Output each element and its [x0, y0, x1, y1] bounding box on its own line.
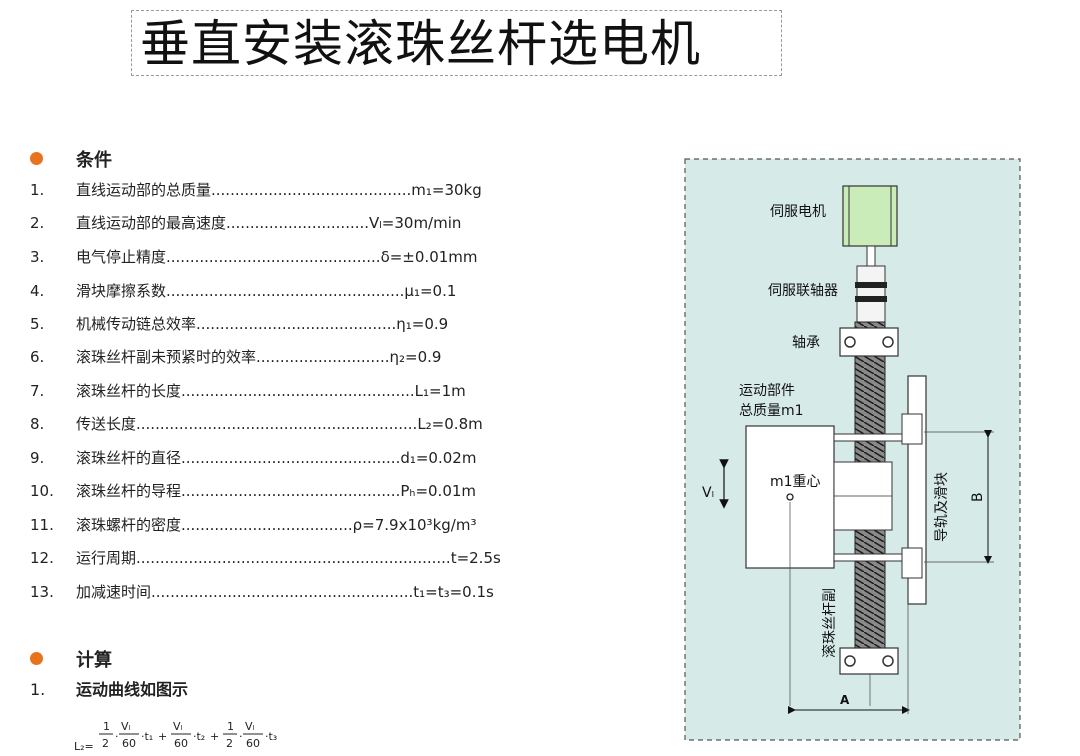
- condition-text: 滚珠丝杆的长度.................................…: [76, 382, 466, 400]
- dimension-a-label: A: [840, 693, 850, 707]
- condition-text: 滚珠丝杆的导程.................................…: [76, 482, 477, 500]
- formula-lhs: L₂=: [74, 740, 94, 753]
- distance-formula: L₂= 1 2 · Vₗ 60 ·t₁ + Vₗ 60 ·t₂ + 1 2 · …: [74, 718, 314, 756]
- coupling-label: 伺服联轴器: [768, 283, 838, 299]
- formula-t2: ·t₂: [193, 730, 205, 743]
- mechanism-diagram-svg: 伺服电机 伺服联轴器 轴承 运动部件 总质量m1 m1重心 Vₗ: [684, 158, 1021, 741]
- formula-sixty: 60: [174, 737, 188, 750]
- condition-number: 13.: [30, 583, 54, 601]
- center-of-mass-dot: [786, 493, 794, 501]
- formula-plus: +: [210, 730, 219, 743]
- diagram-background: [684, 158, 1021, 741]
- orange-bullet-icon: [30, 652, 43, 665]
- formula-vl: Vₗ: [121, 720, 131, 733]
- formula-sixty: 60: [122, 737, 136, 750]
- calculation-heading: 计算: [76, 650, 112, 671]
- condition-text: 机械传动链总效率................................…: [76, 315, 449, 333]
- formula-vl: Vₗ: [173, 720, 183, 733]
- formula-numerator-one: 1: [227, 720, 234, 733]
- condition-text: 滑块摩擦系数..................................…: [76, 282, 457, 300]
- formula-vl: Vₗ: [245, 720, 255, 733]
- velocity-label: Vₗ: [702, 485, 714, 501]
- formula-denominator-two: 2: [226, 737, 233, 750]
- formula-dot: ·: [115, 730, 119, 743]
- ball-screw-label: 滚珠丝杆副: [821, 588, 838, 658]
- condition-number: 11.: [30, 516, 54, 534]
- servo-motor-shape: [842, 185, 898, 247]
- coupling-band: [855, 296, 887, 302]
- guide-slider: [901, 547, 923, 579]
- carriage-arm: [833, 553, 909, 562]
- condition-number: 7.: [30, 382, 45, 400]
- bearing-bolt-icon: [844, 655, 856, 667]
- condition-text: 直线运动部的总质量...............................…: [76, 181, 482, 199]
- bearing-bolt-icon: [882, 336, 894, 348]
- condition-text: 传送长度....................................…: [76, 415, 483, 433]
- guide-rail-label: 导轨及滑块: [933, 472, 950, 542]
- condition-text: 加减速时间...................................…: [76, 583, 494, 601]
- bearing-label: 轴承: [792, 335, 820, 351]
- formula-t3: ·t₃: [265, 730, 277, 743]
- moving-part-label-line2: 总质量m1: [739, 403, 804, 419]
- moving-part-label-line1: 运动部件: [739, 383, 795, 399]
- condition-number: 8.: [30, 415, 45, 433]
- condition-number: 9.: [30, 449, 45, 467]
- formula-numerator-one: 1: [103, 720, 110, 733]
- formula-denominator-two: 2: [102, 737, 109, 750]
- condition-number: 12.: [30, 549, 54, 567]
- bearing-bolt-icon: [882, 655, 894, 667]
- top-bearing: [839, 327, 899, 357]
- condition-text: 滚珠丝杆副未预紧时的效率............................…: [76, 348, 442, 366]
- carriage-arm: [833, 433, 909, 442]
- condition-text: 运行周期....................................…: [76, 549, 501, 567]
- formula-plus: +: [158, 730, 167, 743]
- formula-sixty: 60: [246, 737, 260, 750]
- page-title: 垂直安装滚珠丝杆选电机: [140, 15, 701, 73]
- condition-number: 1.: [30, 181, 45, 199]
- condition-text: 滚珠丝杆的直径.................................…: [76, 449, 477, 467]
- condition-number: 4.: [30, 282, 45, 300]
- calculation-item-number: 1.: [30, 680, 46, 699]
- center-of-mass-label: m1重心: [770, 474, 821, 490]
- condition-number: 10.: [30, 482, 54, 500]
- condition-number: 6.: [30, 348, 45, 366]
- bottom-bearing: [839, 647, 899, 675]
- condition-text: 电气停止精度..................................…: [76, 248, 478, 266]
- orange-bullet-icon: [30, 152, 43, 165]
- motor-shaft: [866, 245, 876, 269]
- condition-text: 滚珠螺杆的密度.................................…: [76, 516, 477, 534]
- conditions-heading: 条件: [76, 150, 112, 171]
- servo-motor-label: 伺服电机: [770, 204, 826, 220]
- condition-text: 直线运动部的最高速度..............................…: [76, 214, 462, 232]
- title-box: 垂直安装滚珠丝杆选电机: [131, 10, 782, 76]
- mechanism-diagram: 伺服电机 伺服联轴器 轴承 运动部件 总质量m1 m1重心 Vₗ: [684, 158, 1021, 741]
- guide-slider: [901, 413, 923, 445]
- condition-number: 2.: [30, 214, 45, 232]
- coupling-band: [855, 282, 887, 288]
- coupling-shape: [856, 265, 886, 323]
- bearing-bolt-icon: [844, 336, 856, 348]
- condition-number: 3.: [30, 248, 45, 266]
- calculation-item-text: 运动曲线如图示: [76, 680, 189, 699]
- formula-dot: ·: [239, 730, 243, 743]
- formula-t1: ·t₁: [141, 730, 153, 743]
- dimension-b-label: B: [970, 492, 986, 502]
- condition-number: 5.: [30, 315, 45, 333]
